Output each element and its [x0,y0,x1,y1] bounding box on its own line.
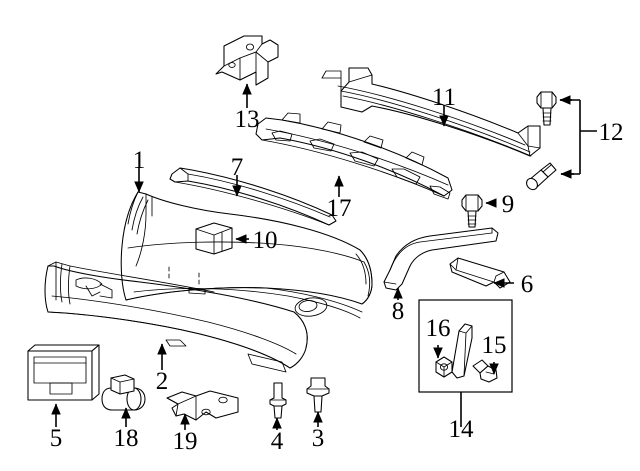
callout-6: 6 [521,271,534,298]
callout-15: 15 [482,332,507,359]
callout-19: 19 [173,428,198,455]
callout-5: 5 [50,425,63,452]
callout-10: 10 [253,227,278,254]
part-11-reinforcement-beam[interactable] [321,67,541,157]
part-18-park-assist-sensor[interactable] [101,374,146,411]
callout-9: 9 [502,191,515,218]
part-7-upper-filler-molding[interactable] [169,167,337,226]
callout-18: 18 [114,425,139,452]
part-19-reinforcement-stay[interactable] [166,390,239,421]
callout-8: 8 [392,298,405,325]
part-16-kit-nut[interactable] [435,356,453,378]
callout-2: 2 [156,368,169,395]
part-5-license-plate-bracket[interactable] [27,344,100,401]
callout-7: 7 [231,154,244,181]
part-8-side-bracket[interactable] [383,227,499,291]
part-17-energy-absorber[interactable] [255,112,453,200]
callout-11: 11 [432,84,456,111]
callout-1: 1 [133,147,146,174]
callout-numbers: 1 2 3 4 5 6 7 8 9 10 11 12 13 14 15 16 1… [50,84,624,455]
leader-12-branch [560,99,581,175]
part-14-strip[interactable] [451,323,473,379]
leader-lines [51,83,597,430]
part-2-lower-valance[interactable] [44,261,308,373]
callout-12: 12 [599,119,624,146]
part-12-bolt-set[interactable] [524,91,557,192]
part-13-upper-mounting-bracket[interactable] [215,35,279,86]
part-4-pin-bolt[interactable] [269,382,287,419]
part-9-hex-flange-bolt[interactable] [461,194,483,228]
callout-3: 3 [312,425,325,452]
part-14-hardware-kit-box[interactable] [418,299,513,393]
callout-4: 4 [271,428,284,455]
part-10-mounting-spacer[interactable] [195,222,233,255]
callout-17: 17 [327,195,352,222]
callout-13: 13 [235,106,260,133]
callout-14: 14 [449,416,475,443]
callout-16: 16 [426,315,451,342]
part-3-flange-screw[interactable] [306,377,330,413]
